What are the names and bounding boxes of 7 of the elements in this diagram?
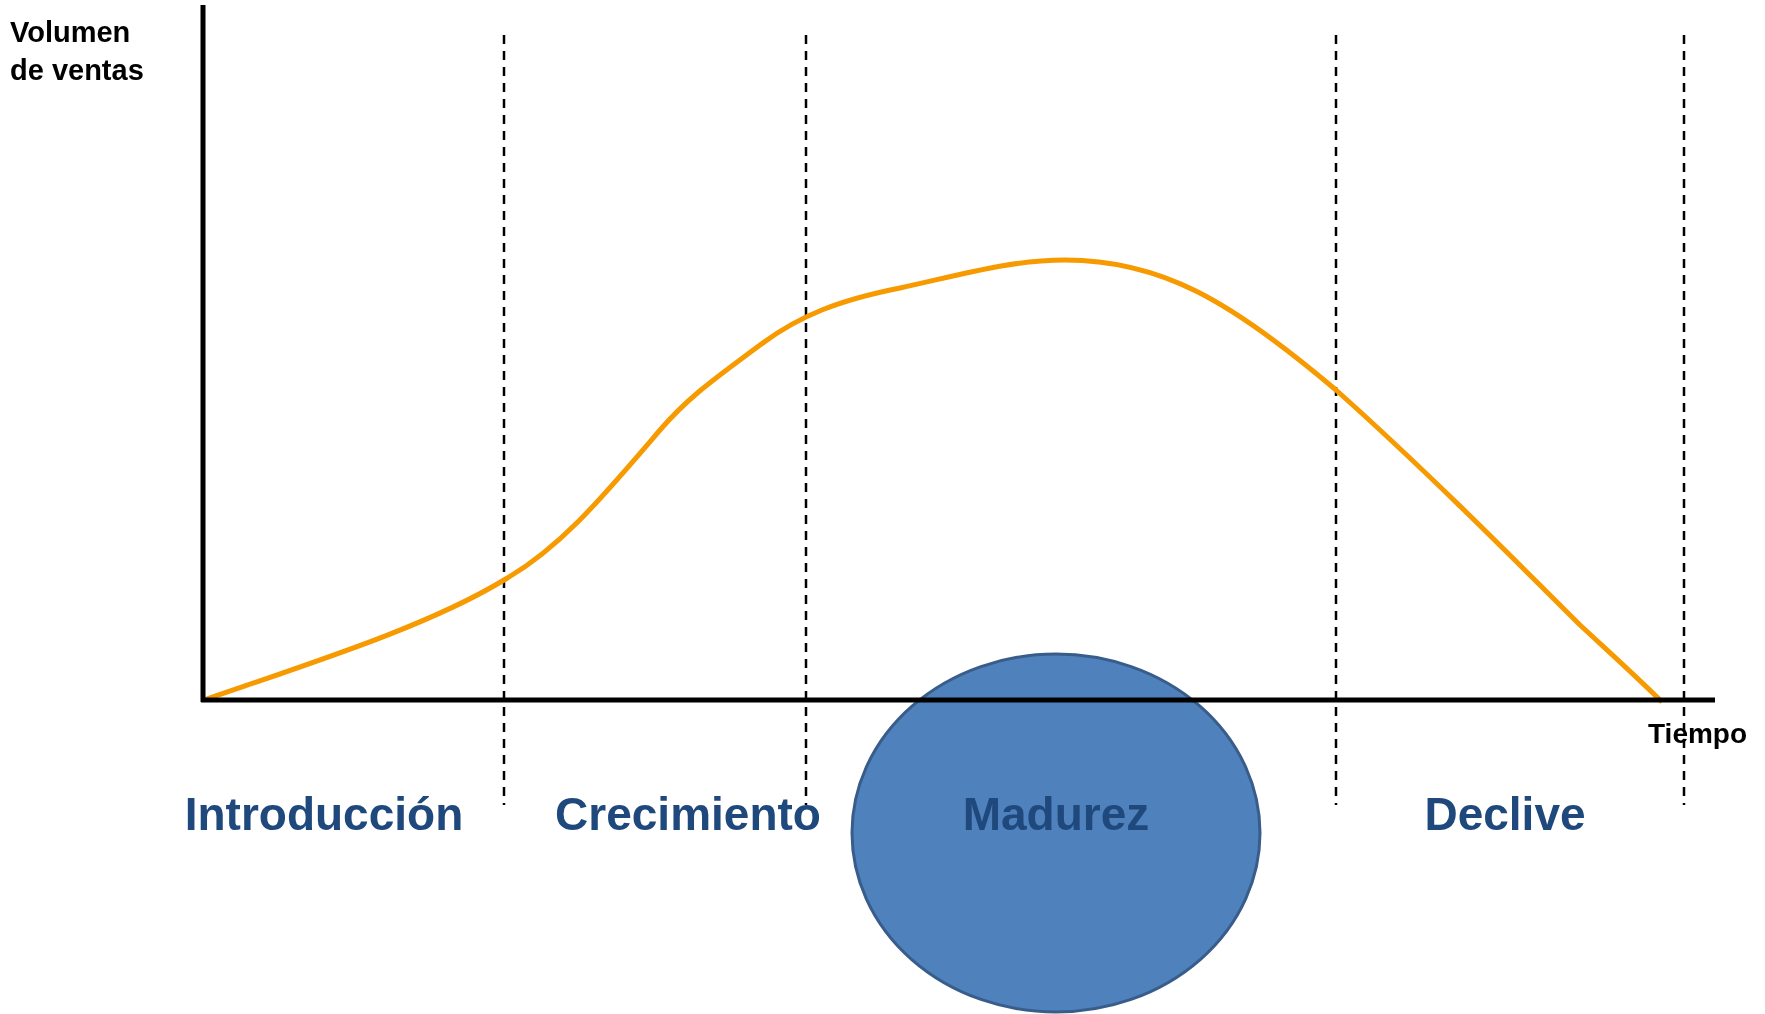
phase-label: Introducción	[184, 787, 464, 841]
phase-circle	[850, 652, 1262, 1014]
phase-label: Madurez	[962, 787, 1150, 841]
axis-label: Tiempo	[1648, 718, 1748, 750]
phase-label: Crecimiento	[555, 787, 821, 841]
phase-label: Declive	[1424, 787, 1586, 841]
axis-label: Volumen de ventas	[10, 15, 145, 88]
